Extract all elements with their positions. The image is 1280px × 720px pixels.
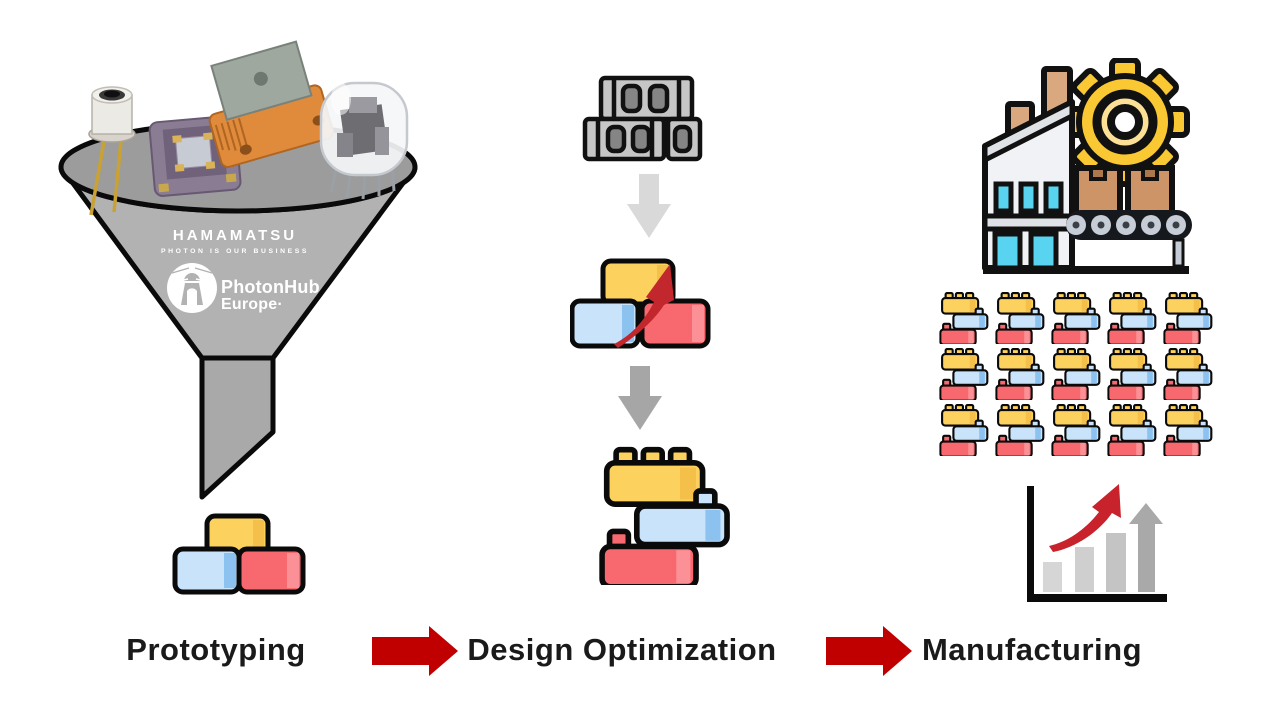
lego-stack-icon [938, 403, 990, 456]
brick-stack-icon [172, 513, 306, 595]
brick-stack-swoosh-icon [570, 258, 711, 349]
lego-stack-icon [1106, 403, 1158, 456]
photomultiplier-tube-photo [319, 81, 409, 200]
hamamatsu-tagline: PHOTON IS OUR BUSINESS [160, 248, 310, 255]
stage-arrow-icon [826, 626, 912, 676]
lego-stack-icon [1050, 291, 1102, 344]
growth-chart-icon [1027, 484, 1167, 602]
lego-stack-icon [994, 291, 1046, 344]
improvement-arrow-icon [614, 264, 674, 348]
growth-arrow-bar [1129, 503, 1163, 592]
factory-windows [993, 181, 1064, 214]
photonhub-wordmark-line2: Europe· [221, 296, 283, 313]
lego-stack-icon [1162, 291, 1214, 344]
factory-boxes [1073, 165, 1175, 217]
funnel-icon [58, 40, 418, 500]
lego-stack-icon [1106, 291, 1158, 344]
stage-label-prototyping: Prototyping [126, 632, 306, 667]
stage-label-design-optimization: Design Optimization [467, 632, 777, 667]
lego-stack-icon [1050, 403, 1102, 456]
lego-stack-icon [994, 403, 1046, 456]
hamamatsu-brand: HAMAMATSU [172, 227, 298, 244]
stage-label-manufacturing: Manufacturing [921, 632, 1143, 667]
lego-grid [938, 291, 1214, 456]
conveyor-belt [1066, 210, 1192, 268]
funnel-spout [199, 355, 276, 500]
cinder-blocks-icon [582, 75, 703, 162]
down-arrow-icon [627, 174, 671, 238]
growth-swoosh-icon [1049, 484, 1121, 552]
lego-stack-icon [994, 347, 1046, 400]
factory-icon [982, 58, 1192, 274]
lego-stack-icon [938, 347, 990, 400]
lego-stack-icon [1162, 403, 1214, 456]
lego-stack-icon [1106, 347, 1158, 400]
down-arrow-icon [618, 366, 662, 430]
lego-stack-icon [1050, 347, 1102, 400]
lego-stack-icon [1162, 347, 1214, 400]
lego-stack-icon [938, 291, 990, 344]
lego-stack-icon [599, 444, 731, 585]
photonhub-wordmark-line1: PhotonHub [221, 277, 320, 297]
to-can-photodiode-photo [88, 86, 136, 216]
photonhub-logo-icon [167, 263, 217, 313]
stage-arrow-icon [372, 626, 458, 676]
